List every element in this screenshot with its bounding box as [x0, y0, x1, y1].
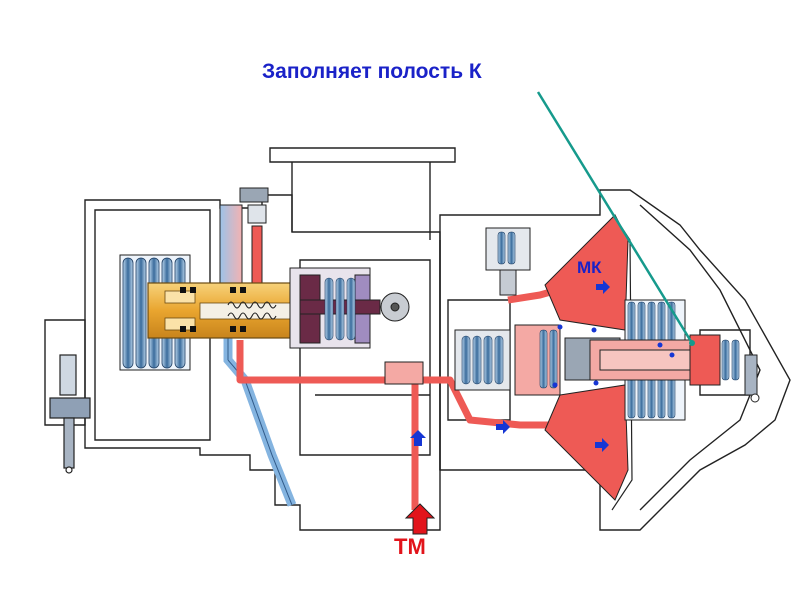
pointer-line: [536, 91, 694, 344]
diaphragm-block: [289, 267, 410, 349]
diagram-title: Заполняет полость К: [262, 60, 482, 83]
flow-arrows: [410, 280, 675, 452]
tm-port: [384, 361, 424, 385]
tm-input-arrow: [404, 503, 436, 535]
pressure-chamber: [544, 209, 633, 511]
pointer-dot: [689, 340, 695, 346]
left-spring-pack: [119, 254, 191, 371]
arrow-icon: [596, 280, 610, 294]
main-piston: [147, 282, 299, 339]
arrow-icon: [595, 438, 609, 452]
label-tm: ТМ: [394, 534, 426, 559]
output-piston: [589, 334, 760, 403]
arrow-icon: [496, 420, 510, 434]
left-lever: [49, 354, 91, 474]
top-valve: [239, 187, 269, 287]
center-springs: [454, 324, 621, 396]
label-mk: МК: [577, 258, 602, 277]
check-valve: [485, 227, 531, 296]
arrow-icon: [410, 430, 426, 446]
